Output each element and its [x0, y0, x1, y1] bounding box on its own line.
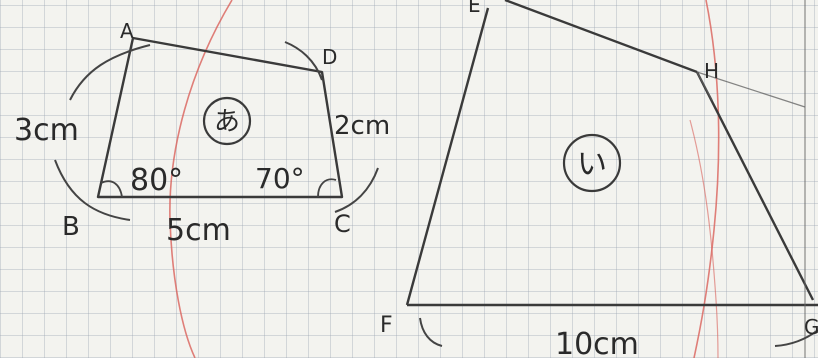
side-hg: [695, 71, 815, 301]
angle-mark-c: [317, 178, 337, 198]
red-construction-arc-left: [169, 0, 233, 358]
pencil-arc-f: [419, 317, 443, 347]
figure-mark-circle-right: [562, 133, 622, 193]
construction-line-h: [696, 71, 806, 108]
figure-mark-right: い: [577, 147, 607, 182]
vertex-label-c: C: [334, 210, 351, 238]
vertex-label-f: F: [380, 313, 393, 338]
vertex-label-b: B: [62, 212, 80, 242]
quadrilateral-abcd: [96, 36, 344, 199]
figure-mark-circle-left: [202, 96, 252, 146]
angle-b-value: 80°: [130, 163, 183, 198]
side-cd-length: 2cm: [334, 111, 390, 141]
vertex-label-g: G: [804, 315, 818, 339]
red-construction-arc-right-1: [693, 0, 720, 358]
pencil-arc-d: [284, 41, 323, 81]
side-eh: [504, 0, 698, 74]
construction-line-h-2: [696, 71, 713, 101]
side-ab-length: 3cm: [14, 113, 79, 148]
pencil-arc-b: [54, 159, 131, 221]
vertex-label-d: D: [322, 45, 337, 69]
angle-mark-b: [100, 180, 123, 198]
vertex-label-e: E: [468, 0, 481, 17]
figure-mark-left: あ: [214, 107, 240, 137]
angle-c-value: 70°: [255, 162, 305, 195]
side-bc-length: 5cm: [166, 213, 231, 248]
side-ef: [405, 7, 490, 306]
pencil-arc-g: [774, 329, 818, 347]
vertex-label-h: H: [704, 59, 719, 83]
pencil-arc-a: [69, 44, 151, 101]
red-construction-arc-right-2: [689, 119, 719, 358]
pencil-arc-c: [334, 167, 379, 213]
side-fg-length: 10cm: [555, 327, 639, 358]
vertex-label-a: A: [120, 19, 134, 43]
